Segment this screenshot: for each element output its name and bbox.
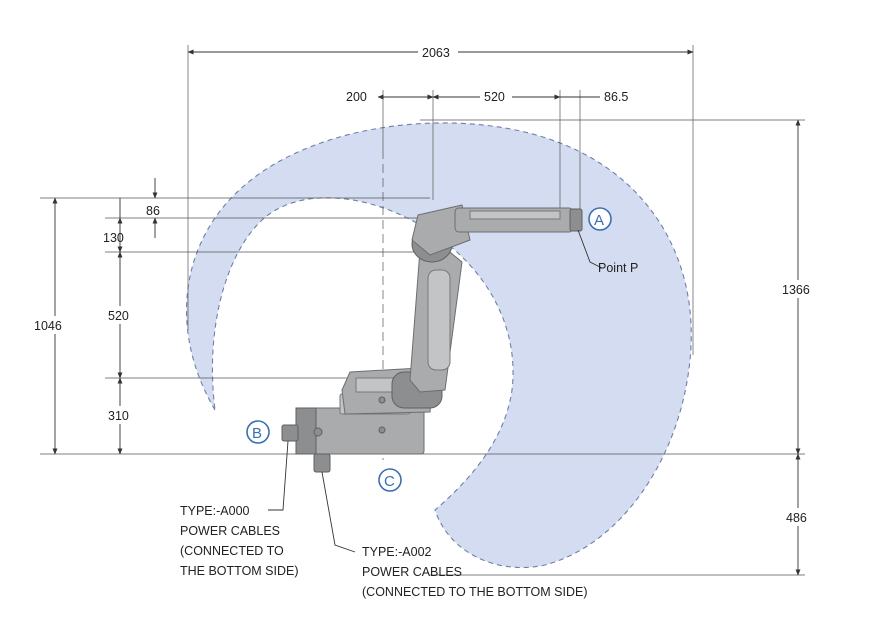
note-type-a002: TYPE:-A002 POWER CABLES (CONNECTED TO TH…	[362, 545, 587, 599]
note-type-a000: TYPE:-A000 POWER CABLES (CONNECTED TO TH…	[180, 504, 299, 578]
note-a000-line-3: (CONNECTED TO	[180, 544, 284, 558]
dim-310: 310	[108, 409, 129, 423]
dim-86: 86	[146, 204, 160, 218]
note-a002-line-2: POWER CABLES	[362, 565, 462, 579]
dim-1046: 1046	[34, 319, 62, 333]
note-a002-line-3: (CONNECTED TO THE BOTTOM SIDE)	[362, 585, 587, 599]
marker-c-label: C	[384, 473, 395, 490]
a000-leader	[268, 440, 289, 511]
point-p-leader	[577, 229, 603, 269]
dim-520-arm: 520	[484, 90, 505, 104]
work-envelope	[185, 122, 692, 569]
dim-200: 200	[346, 90, 367, 104]
point-p-label: Point P	[598, 261, 638, 275]
note-a000-line-4: THE BOTTOM SIDE)	[180, 564, 299, 578]
note-a000-line-2: POWER CABLES	[180, 524, 280, 538]
note-a002-line-1: TYPE:-A002	[362, 545, 432, 559]
marker-b: B	[246, 420, 270, 444]
dim-2063: 2063	[422, 46, 450, 60]
marker-a: A	[588, 207, 612, 231]
robot-illustration	[281, 204, 583, 473]
marker-c: C	[378, 468, 402, 492]
dimension-labels: 2063 200 520 86.5 1366 486 1046 86 130 5…	[32, 44, 816, 526]
dim-86-5: 86.5	[604, 90, 628, 104]
note-a000-line-1: TYPE:-A000	[180, 504, 250, 518]
marker-a-label: A	[594, 212, 604, 229]
dim-520-vertical: 520	[108, 309, 129, 323]
a002-leader	[321, 471, 356, 553]
dim-130: 130	[103, 231, 124, 245]
dim-1366: 1366	[782, 283, 810, 297]
marker-b-label: B	[252, 425, 262, 442]
dim-486: 486	[786, 511, 807, 525]
